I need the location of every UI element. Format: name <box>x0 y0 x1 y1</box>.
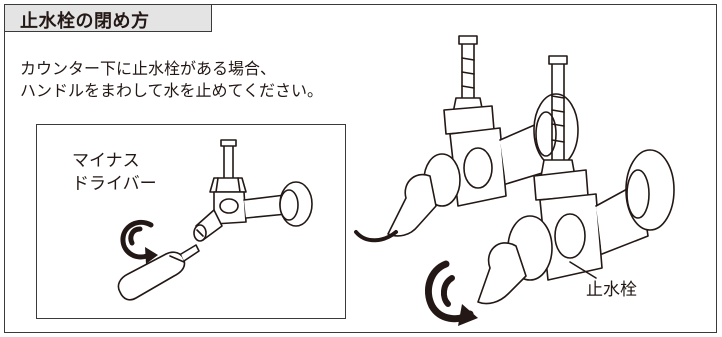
intro-text: カウンター下に止水栓がある場合、 ハンドルをまわして水を止めてください。 <box>20 58 323 102</box>
screwdriver-inset <box>36 124 346 319</box>
shutoff-valve-illustration <box>387 35 675 305</box>
handle-motion-arrow <box>354 230 398 243</box>
page-title: 止水栓の閉め方 <box>20 11 150 32</box>
instruction-panel <box>4 4 717 333</box>
screwdriver-label: マイナス ドライバー <box>72 150 157 196</box>
inset-valve-illustration <box>193 139 313 242</box>
intro-line-1: カウンター下に止水栓がある場合、 <box>20 59 277 78</box>
screwdriver-label-line-1: マイナス <box>72 151 140 171</box>
rotate-clockwise-arrow-icon <box>120 219 158 264</box>
large-rotate-arrow-icon <box>425 260 478 326</box>
screwdriver-label-line-2: ドライバー <box>72 174 157 194</box>
flathead-screwdriver-icon <box>117 244 200 301</box>
shutoff-valve-label: 止水栓 <box>586 280 637 300</box>
intro-line-2: ハンドルをまわして水を止めてください。 <box>20 81 324 100</box>
title-tab: 止水栓の閉め方 <box>4 4 212 32</box>
